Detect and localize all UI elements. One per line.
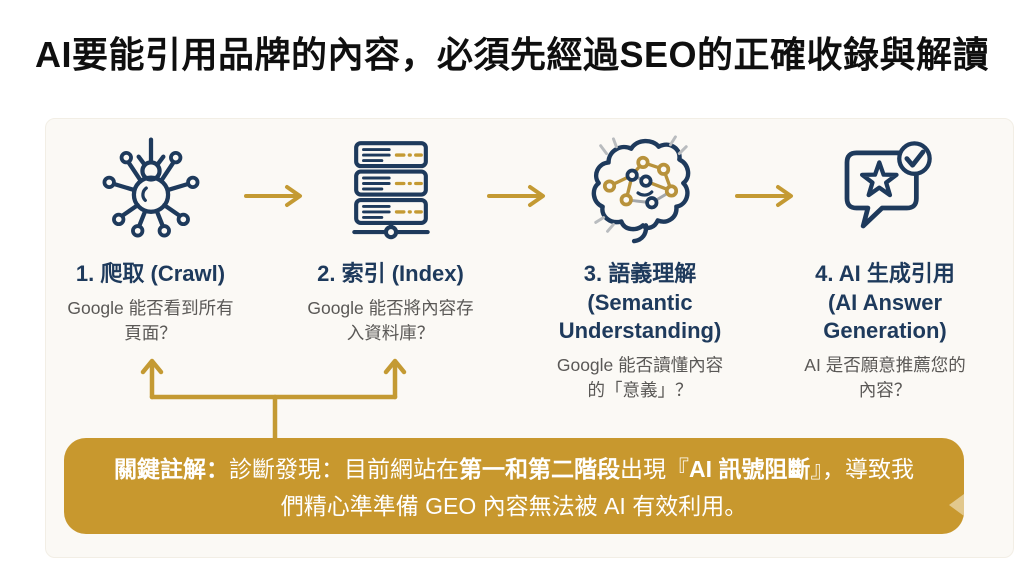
annotation-segment: 出現『 (620, 456, 690, 482)
step-heading: 4. AI 生成引用 (AI Answer Generation) (815, 261, 955, 344)
flow-arrow-icon (244, 185, 302, 207)
step-ai-citation: 4. AI 生成引用 (AI Answer Generation) AI 是否願… (770, 126, 1000, 404)
annotation-text: 關鍵註解：診斷發現：目前網站在第一和第二階段出現『AI 訊號阻斷』，導致我們精心… (64, 438, 964, 526)
step-description: Google 能否看到所有 頁面？ (67, 297, 234, 343)
step-heading: 2. 索引 (Index) (317, 261, 464, 286)
step-crawl: 1. 爬取 (Crawl) Google 能否看到所有 頁面？ (48, 126, 253, 346)
flow-arrow-icon (487, 185, 545, 207)
flow-arrow-icon (735, 185, 793, 207)
page-title: AI要能引用品牌的內容，必須先經過SEO的正確收錄與解讀 (34, 34, 990, 75)
step-description: Google 能否讀懂內容 的「意義」？ (556, 354, 724, 401)
annotation-bold-phase: 第一和第二階段 (459, 456, 621, 482)
step-description: AI 是否願意推薦您的 內容？ (804, 354, 966, 401)
annotation-connector-icon (140, 358, 407, 442)
annotation-segment: 診斷發現：目前網站在 (229, 456, 460, 482)
chat-citation-icon (844, 141, 932, 229)
annotation-label: 關鍵註解： (114, 456, 230, 482)
step-semantic: 3. 語義理解 (Semantic Understanding) Google … (532, 126, 748, 404)
step-heading: 3. 語義理解 (Semantic Understanding) (558, 261, 722, 344)
annotation-segment: 』，導致我們精心準準備 GEO 內容無法被 AI 有效利用。 (280, 456, 914, 520)
step-description: Google 能否將內容存 入資料庫？ (307, 297, 474, 343)
step-heading: 1. 爬取 (Crawl) (75, 261, 226, 286)
step-icon-box (48, 126, 253, 252)
annotation-bold-signal: AI 訊號阻斷 (689, 456, 811, 482)
step-index: 2. 索引 (Index) Google 能否將內容存 入資料庫？ (288, 126, 493, 346)
step-icon-box (770, 126, 1000, 252)
annotation-box: 關鍵註解：診斷發現：目前網站在第一和第二階段出現『AI 訊號阻斷』，導致我們精心… (64, 438, 964, 534)
spider-crawler-icon (102, 137, 199, 238)
server-index-icon (351, 141, 430, 240)
fold-notch-icon (949, 494, 964, 516)
step-icon-box (532, 126, 748, 252)
step-icon-box (288, 126, 493, 252)
brain-semantic-icon (591, 135, 691, 244)
